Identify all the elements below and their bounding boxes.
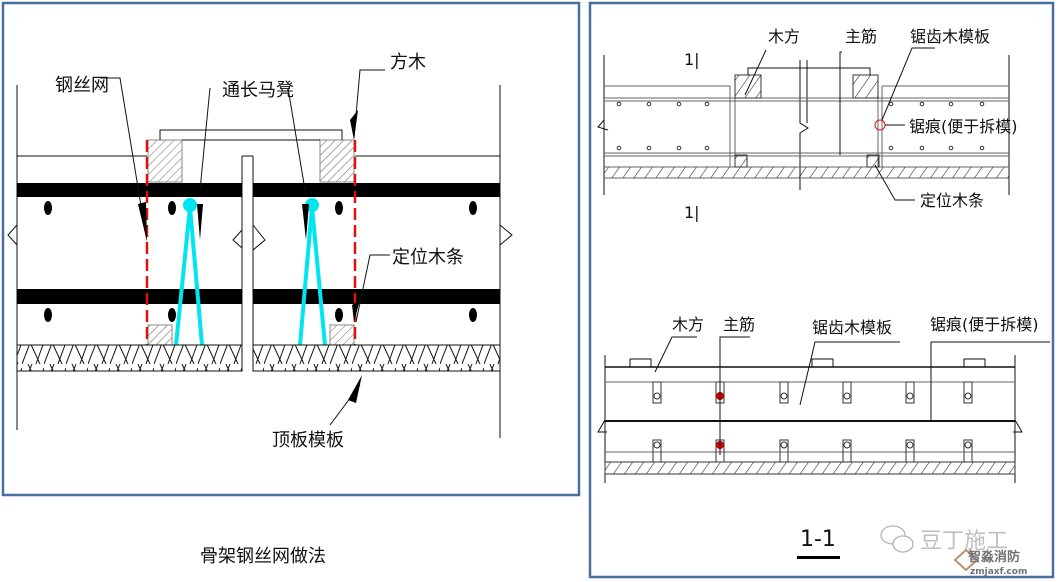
label-positioning-strip: 定位木条 xyxy=(920,191,984,210)
hanger xyxy=(779,381,789,404)
hanger xyxy=(905,381,915,404)
hanger xyxy=(963,381,973,404)
hanger xyxy=(963,439,973,463)
rebar-circle xyxy=(653,392,661,400)
right-panel-frame xyxy=(588,1,1055,579)
formwork-hatch xyxy=(604,167,1009,178)
label-square-timber: 方木 xyxy=(390,52,426,73)
break-symbol xyxy=(799,60,809,190)
timber-block xyxy=(734,74,762,99)
bottom-rebar-bar xyxy=(17,289,500,304)
rebar-circle xyxy=(843,392,851,400)
left-panel-skeleton-mesh: 钢丝网 通长马凳 方木 定位木条 顶板模板 xyxy=(1,1,581,497)
timber-block xyxy=(852,74,879,99)
label-saw-mark: 锯痕(便于拆模) xyxy=(930,315,1039,334)
top-rebar-bar xyxy=(17,183,500,197)
hanger xyxy=(779,439,789,463)
label-long-stool: 通长马凳 xyxy=(222,80,294,101)
roof-formwork-hatch xyxy=(16,344,501,372)
label-main-rebar: 主筋 xyxy=(845,27,877,46)
hanger xyxy=(652,439,662,463)
label-main-rebar: 主筋 xyxy=(723,315,755,334)
label-sawtooth-formwork: 锯齿木模板 xyxy=(812,318,892,337)
watermark-brand: 豆丁施工 xyxy=(920,529,1008,554)
rebar-dots xyxy=(44,201,477,322)
label-sawtooth-formwork: 锯齿木模板 xyxy=(910,27,990,46)
section-1-1-view: 木方 主筋 锯齿木模板 锯痕(便于拆模) 1-1 xyxy=(597,315,1050,559)
rebar-circle xyxy=(780,441,788,449)
leader-arrowheads xyxy=(138,110,362,403)
watermark: 豆丁施工 智淼消防 zmjaxf.com xyxy=(880,525,1027,577)
rebar-circle xyxy=(843,441,851,449)
formwork-hatch xyxy=(604,461,1016,475)
watermark-logo-name: 智淼消防 xyxy=(968,549,1020,565)
watermark-url: zmjaxf.com xyxy=(970,567,1027,577)
hanger xyxy=(842,439,852,463)
caption-skeleton-mesh-method: 骨架钢丝网做法 xyxy=(200,546,326,567)
label-positioning-strip: 定位木条 xyxy=(392,247,464,268)
section-title-underline xyxy=(797,556,840,559)
rebar-hangers xyxy=(652,381,973,463)
plan-view: 1| 1| 木方 主筋 锯齿木模板 锯痕(便于拆模) 定位木条 xyxy=(597,27,1018,222)
hanger xyxy=(842,381,852,404)
label-roof-formwork: 顶板模板 xyxy=(272,430,344,451)
break-symbol xyxy=(7,224,513,251)
timber-tabs xyxy=(629,358,986,367)
section-mark-top: 1| xyxy=(684,50,700,69)
rebar-circle xyxy=(906,392,914,400)
rebar-circle xyxy=(964,392,972,400)
panel-frame xyxy=(1,1,581,497)
hanger xyxy=(905,439,915,463)
label-saw-mark: 锯痕(便于拆模) xyxy=(909,117,1018,136)
section-title: 1-1 xyxy=(800,527,836,552)
square-timber-blocks xyxy=(147,129,355,183)
label-timber: 木方 xyxy=(672,315,704,334)
section-mark-bottom: 1| xyxy=(684,203,700,222)
rebar-circle xyxy=(780,392,788,400)
long-stool-frames xyxy=(174,198,327,346)
wechat-icon xyxy=(880,525,914,553)
label-wire-mesh: 钢丝网 xyxy=(55,75,109,96)
hanger xyxy=(652,381,662,404)
zmjaxf-logo-icon xyxy=(953,548,979,572)
rebar-circle xyxy=(906,441,914,449)
saw-mark-circle xyxy=(874,119,886,131)
positioning-strips xyxy=(147,324,355,346)
rebar-circle xyxy=(653,441,661,449)
rebar-circles xyxy=(616,101,985,151)
label-timber: 木方 xyxy=(768,27,800,46)
rebar-circle xyxy=(964,441,972,449)
